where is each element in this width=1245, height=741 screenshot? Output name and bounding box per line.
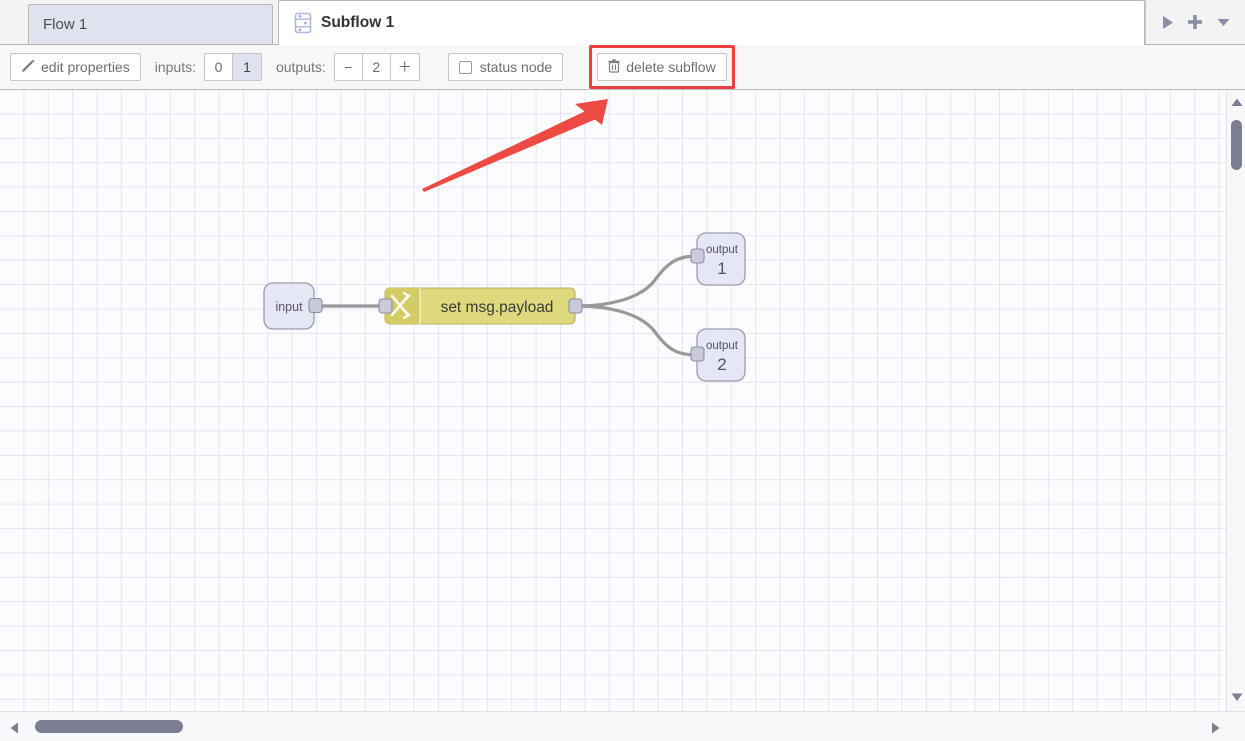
inputs-option-1[interactable]: 1 (232, 54, 261, 80)
edit-properties-label: edit properties (41, 59, 130, 75)
tab-bar: Flow 1 Subflow 1 (0, 0, 1245, 45)
output-node-2-index: 2 (717, 355, 726, 374)
status-node-checkbox[interactable] (458, 60, 472, 74)
change-node[interactable]: set msg.payload (378, 287, 583, 325)
output-node-1-port[interactable] (690, 248, 705, 264)
outputs-decrement-button[interactable]: − (335, 54, 363, 80)
delete-subflow-highlight: delete subflow (589, 45, 735, 89)
delete-subflow-button[interactable]: delete subflow (597, 53, 727, 81)
tab-flow-1-label: Flow 1 (43, 16, 88, 33)
subflow-input-node[interactable]: input (263, 282, 323, 330)
change-node-output-port[interactable] (568, 298, 583, 314)
flow-graph: input set msg.payload (263, 99, 746, 382)
output-node-1-index: 1 (717, 259, 726, 278)
pencil-icon (21, 59, 35, 76)
outputs-count-value: 2 (363, 54, 391, 80)
outputs-label: outputs: (275, 59, 326, 75)
inputs-option-0[interactable]: 0 (205, 54, 233, 80)
play-icon[interactable] (1157, 11, 1179, 33)
status-node-label: status node (479, 59, 553, 75)
wire-change-to-output-1[interactable] (576, 254, 699, 308)
inputs-label: inputs: (154, 59, 196, 75)
scroll-right-arrow[interactable] (1211, 721, 1220, 739)
tab-flow-1[interactable]: Flow 1 (28, 4, 273, 44)
subflow-toolbar: edit properties inputs: 0 1 outputs: − 2… (0, 45, 1245, 90)
add-tab-icon[interactable] (1184, 11, 1206, 33)
outputs-stepper[interactable]: − 2 ＋ (333, 53, 420, 81)
subflow-output-node-2[interactable]: output 2 (690, 328, 746, 382)
tab-subflow-1[interactable]: Subflow 1 (278, 0, 1145, 45)
scroll-up-arrow[interactable] (1231, 94, 1243, 112)
tab-subflow-1-label: Subflow 1 (321, 14, 395, 31)
wire-change-to-output-2[interactable] (576, 304, 699, 357)
subflow-icon (293, 12, 313, 34)
output-node-1-label: output (706, 244, 739, 256)
flow-canvas[interactable]: input set msg.payload (0, 90, 1226, 711)
change-node-input-port[interactable] (378, 298, 393, 314)
annotation-arrow (422, 99, 608, 192)
inputs-segmented-control[interactable]: 0 1 (203, 53, 262, 81)
trash-icon (608, 58, 620, 76)
vertical-scrollbar[interactable] (1226, 90, 1245, 711)
change-icon (390, 291, 411, 320)
output-node-2-label: output (706, 340, 739, 352)
input-node-port[interactable] (308, 297, 323, 314)
horizontal-scrollbar[interactable] (0, 711, 1245, 741)
vertical-scrollbar-thumb[interactable] (1231, 120, 1242, 170)
wires (314, 254, 699, 357)
tab-bar-actions (1145, 0, 1245, 44)
scroll-down-arrow[interactable] (1231, 689, 1243, 707)
chevron-down-icon[interactable] (1212, 11, 1234, 33)
edit-properties-button[interactable]: edit properties (10, 53, 141, 81)
status-node-toggle[interactable]: status node (447, 53, 564, 81)
outputs-increment-button[interactable]: ＋ (397, 59, 412, 75)
subflow-input-node-label: input (275, 300, 303, 314)
scroll-left-arrow[interactable] (10, 721, 19, 739)
horizontal-scrollbar-thumb[interactable] (35, 720, 183, 733)
change-node-label: set msg.payload (441, 299, 554, 316)
tab-strip: Flow 1 Subflow 1 (0, 0, 1145, 45)
output-node-2-port[interactable] (690, 346, 705, 362)
delete-subflow-label: delete subflow (626, 59, 716, 75)
subflow-output-node-1[interactable]: output 1 (690, 232, 746, 286)
